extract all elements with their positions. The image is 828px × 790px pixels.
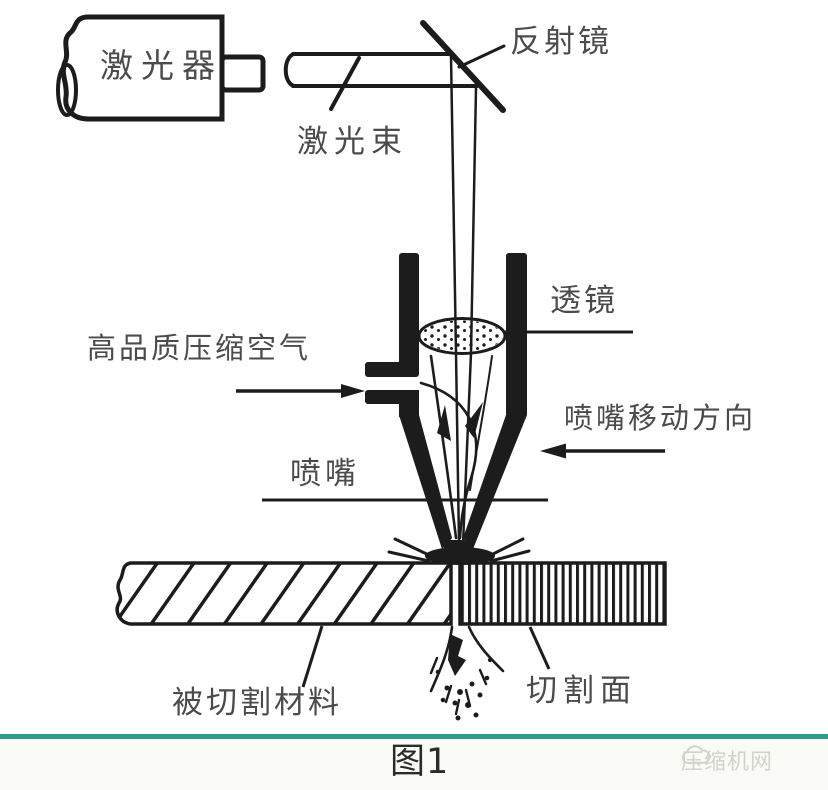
- beam-line-right: [461, 87, 478, 545]
- label-mirror: 反射镜: [510, 24, 612, 60]
- spark-line: [487, 537, 525, 558]
- debris-speck: [469, 681, 475, 687]
- debris-speck: [435, 669, 441, 675]
- label-laser: 激光器: [100, 46, 223, 85]
- material-leader-line: [301, 625, 324, 688]
- laser-cutting-diagram: [56, 14, 667, 721]
- material-left-section: [115, 561, 453, 626]
- beam-break-slash: [329, 56, 361, 111]
- debris-speck: [484, 675, 490, 681]
- debris-streak: [478, 668, 488, 686]
- debris-speck: [444, 685, 450, 691]
- direction-arrow-head: [540, 443, 566, 459]
- air-flow-arrowhead: [437, 405, 451, 441]
- debris-speck: [440, 697, 446, 703]
- beam-line-left: [449, 55, 461, 545]
- melt-stream-right: [467, 625, 505, 673]
- laser-source: [56, 14, 266, 122]
- spark-line: [387, 550, 431, 563]
- debris-speck: [455, 715, 461, 721]
- debris-speck: [477, 692, 483, 698]
- cut-point-smear: [425, 547, 495, 565]
- nozzle-taper-left: [399, 415, 452, 549]
- mirror-assembly: [420, 20, 506, 113]
- debris-streak: [454, 698, 461, 716]
- air-inlet-top-bar: [365, 362, 415, 377]
- lens-stipple: [421, 320, 503, 352]
- air-inlet-bottom-bar: [365, 390, 415, 404]
- debris-speck: [487, 657, 493, 663]
- mirror-leader-line: [457, 44, 506, 69]
- air-flow-curve: [469, 355, 493, 491]
- nozzle-taper-right: [463, 415, 527, 549]
- debris-spray: [429, 625, 505, 721]
- debris-streak: [429, 656, 439, 675]
- label-lens: 透镜: [550, 283, 618, 319]
- label-compressed-air: 高品质压缩空气: [87, 331, 312, 365]
- figure-caption: 图1: [390, 742, 450, 782]
- laser-box-end-loop: [56, 63, 78, 117]
- air-flow-arrowhead: [465, 402, 483, 438]
- material-cut-section: [458, 561, 667, 626]
- air-arrow-head: [341, 384, 365, 398]
- debris-streak: [444, 684, 453, 704]
- beam-tube-cap: [283, 52, 296, 88]
- spark-line: [489, 549, 531, 563]
- debris-speck: [473, 712, 479, 718]
- laser-beam-path: [449, 55, 478, 545]
- air-flow-curve: [429, 354, 458, 540]
- direction-arrow: [540, 443, 665, 459]
- debris-blob: [448, 634, 466, 676]
- focus-lens: [417, 317, 507, 355]
- cut-surface-leader-line: [528, 626, 551, 670]
- label-material: 被切割材料: [172, 685, 342, 721]
- cloud-logo-icon: [681, 745, 711, 765]
- laser-output-stub: [219, 54, 266, 93]
- nozzle-assembly: [365, 253, 527, 549]
- divider-line: [0, 734, 828, 739]
- label-nozzle-direction: 喷嘴移动方向: [564, 401, 757, 435]
- label-laser-beam: 激光束: [297, 124, 408, 160]
- cut-point-spatter: [387, 537, 531, 565]
- beam-tube: [283, 52, 479, 111]
- debris-speck: [452, 700, 458, 706]
- nozzle-wall-right: [506, 253, 527, 417]
- nozzle-wall-left-upper: [399, 253, 419, 377]
- label-cut-surface: 切割面: [526, 673, 637, 709]
- workpiece: [115, 561, 667, 688]
- spark-line: [393, 537, 433, 558]
- watermark: 压缩机网: [681, 744, 773, 776]
- air-inlet-arrow: [236, 384, 365, 398]
- debris-streak: [464, 688, 472, 708]
- melt-stream-left: [429, 625, 454, 693]
- label-nozzle: 喷嘴: [290, 456, 360, 492]
- air-flow-lines: [419, 354, 493, 540]
- debris-speck: [457, 689, 463, 695]
